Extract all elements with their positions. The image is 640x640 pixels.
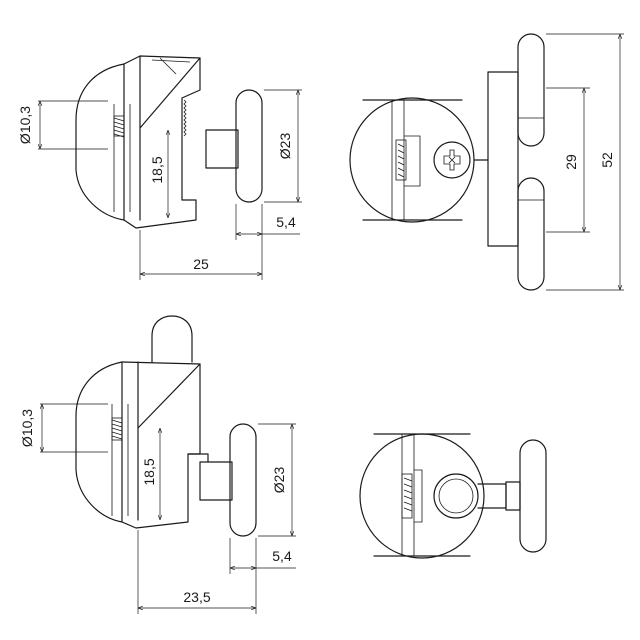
axle-bottom	[199, 461, 233, 501]
adjuster-ring-icon	[433, 473, 479, 519]
roller-bracket	[487, 71, 519, 247]
dim-clamp-height-bottom: 18,5	[141, 458, 157, 485]
dim-total-depth-bottom: 23,5	[183, 589, 210, 605]
clamp-housing	[123, 55, 201, 229]
side-view-bottom: Ø10,3 18,5 Ø23 5,4 23,5	[19, 315, 296, 614]
front-view-bottom	[359, 433, 547, 559]
dim-wheel-width-bottom: 5,4	[272, 548, 292, 564]
clamp-body	[75, 63, 125, 221]
clamp-disc	[349, 97, 475, 223]
roller-wheel-bottom	[229, 423, 257, 537]
roller-wheel	[235, 89, 263, 203]
dim-total-height: 52	[599, 152, 615, 168]
roller-wheel-upper	[517, 33, 545, 147]
dim-wheel-spacing: 29	[563, 154, 579, 170]
dim-wheel-width-top: 5,4	[276, 214, 296, 230]
roller-wheel-lower	[517, 177, 545, 291]
dim-clamp-diameter-top: Ø10,3	[17, 106, 33, 144]
dim-clamp-height-top: 18,5	[149, 156, 165, 183]
dim-wheel-diameter-top: Ø23	[277, 133, 293, 160]
front-view-top: 29 52	[349, 33, 624, 291]
dim-clamp-diameter-bottom: Ø10,3	[19, 409, 35, 447]
axle	[205, 129, 239, 169]
roller-wheel-front-bottom	[519, 439, 547, 553]
roller-bracket-bottom	[505, 481, 521, 511]
clamp-body-bottom	[75, 361, 123, 523]
dim-total-depth-top: 25	[193, 256, 209, 272]
phillips-screw-icon	[433, 141, 471, 179]
dim-wheel-diameter-bottom: Ø23	[271, 467, 287, 494]
adjust-knob	[151, 315, 193, 363]
side-view-top: Ø10,3 18,5 Ø23 5,4 25	[17, 55, 302, 280]
